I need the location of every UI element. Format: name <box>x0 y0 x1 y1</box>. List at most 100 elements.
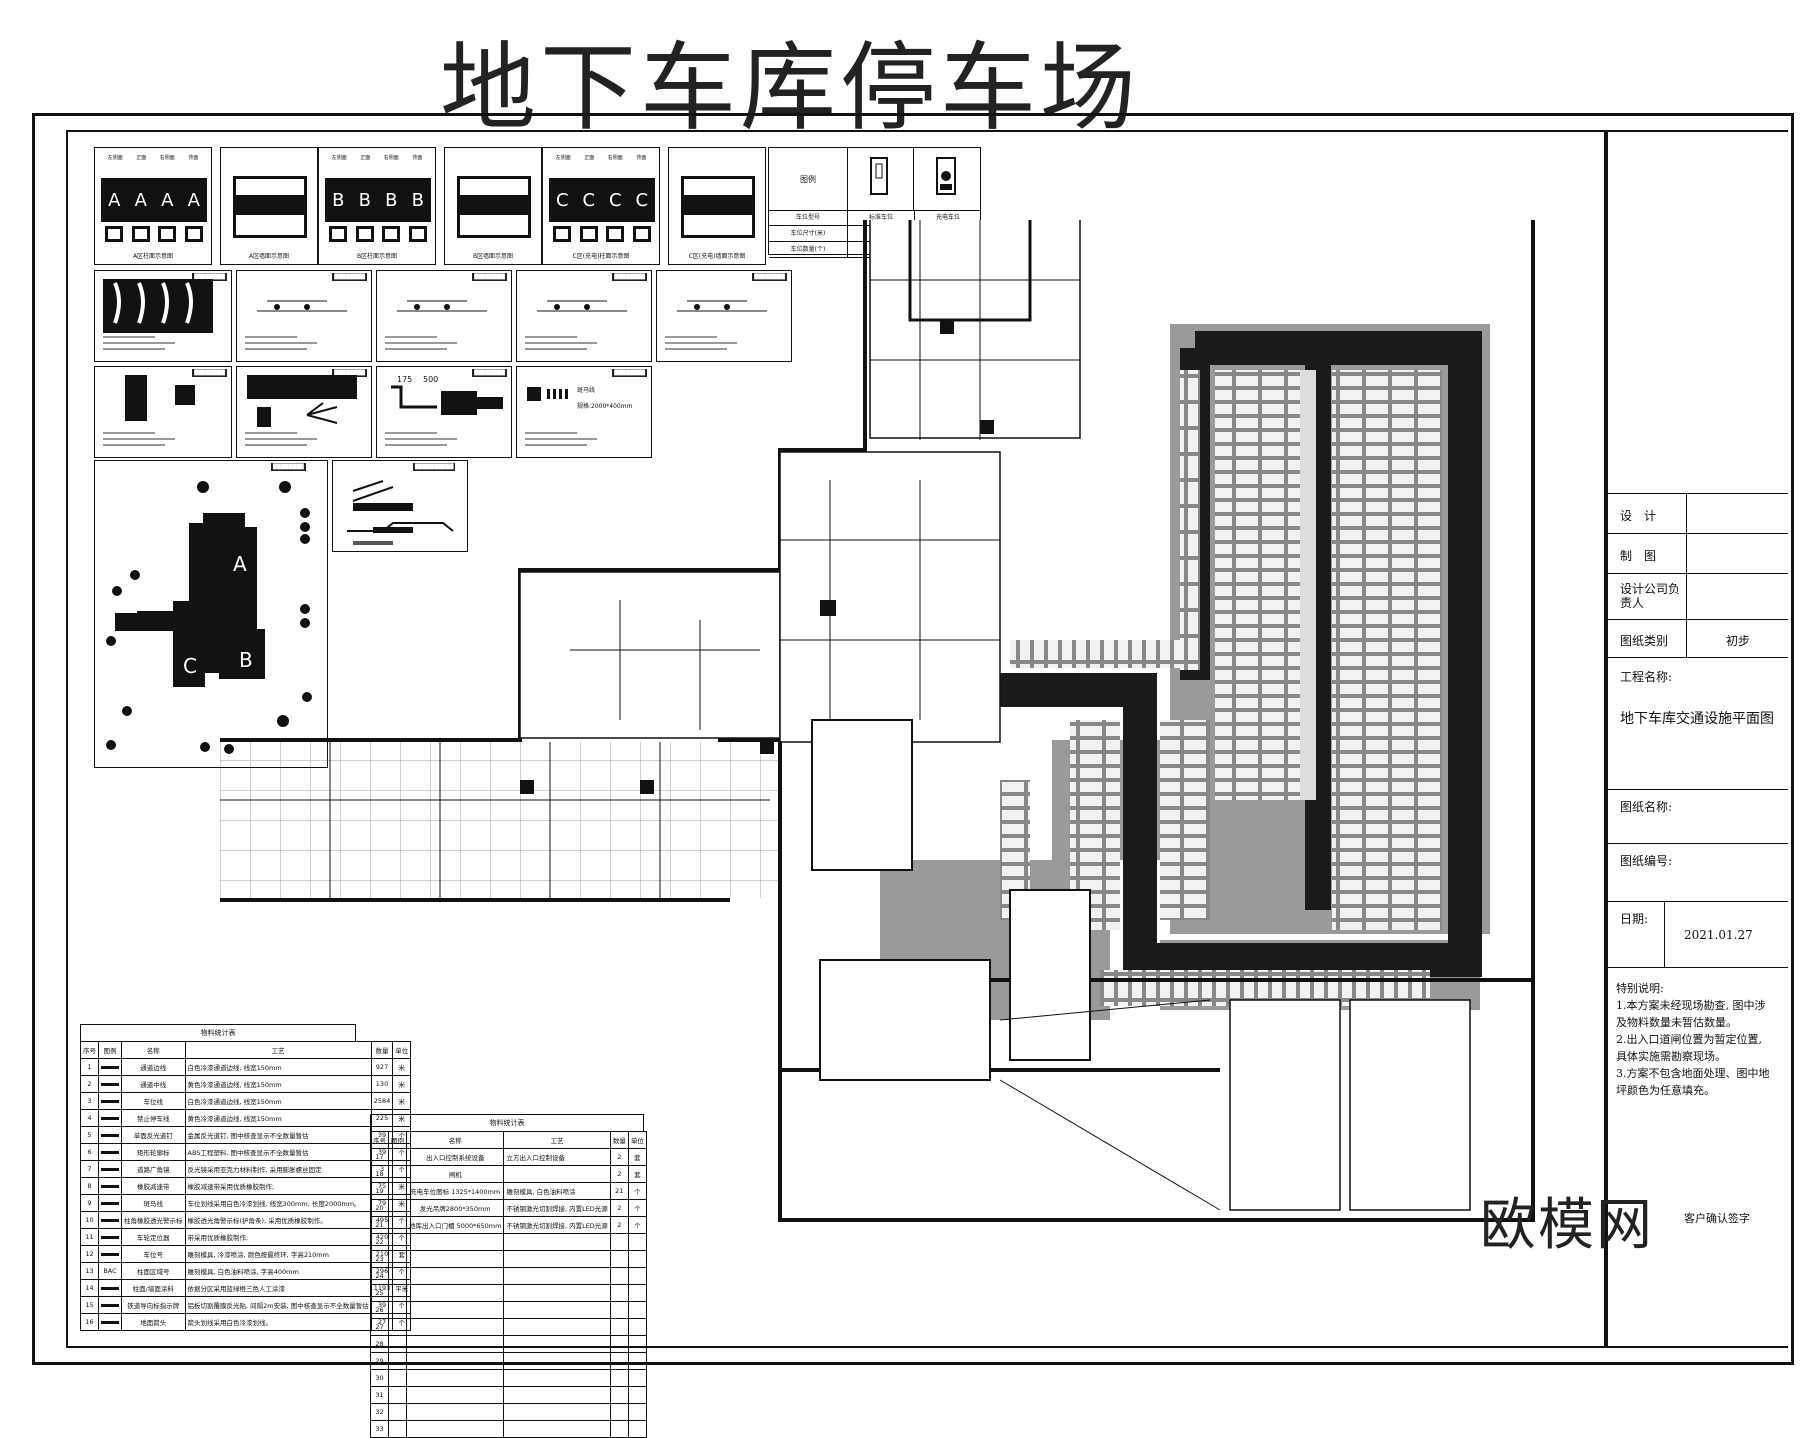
table-cell: 通道中线 <box>121 1075 186 1093</box>
table-row: 30 <box>370 1369 647 1387</box>
table-row: 25 <box>370 1284 647 1302</box>
table-cell <box>627 1301 647 1319</box>
table-row: 28 <box>370 1335 647 1353</box>
table-cell <box>503 1250 611 1268</box>
zone-label-a: A <box>233 552 247 576</box>
table-cell: 28 <box>370 1335 389 1353</box>
table-cell: 2584 <box>370 1092 394 1110</box>
table-cell <box>405 1403 505 1421</box>
table-row: 26 <box>370 1301 647 1319</box>
table-cell: 32 <box>370 1403 389 1421</box>
table-cell: 铝板切割覆膜反光贴, 间隔2m安装, 图中核查显示不全数量暂估 <box>184 1296 372 1314</box>
table-header: 名称 <box>121 1041 186 1059</box>
table-cell: 19 <box>370 1182 389 1200</box>
table-cell <box>405 1318 505 1336</box>
table-cell: 2 <box>80 1075 99 1093</box>
table-cell <box>405 1301 505 1319</box>
table-cell: 25 <box>370 1284 389 1302</box>
table-cell: 白色冷漆通道边线, 线宽150mm <box>184 1058 372 1076</box>
tb-date-value: 2021.01.27 <box>1684 928 1753 942</box>
table-cell: 雕刻模具, 冷漆喷涂, 颜色按最终环, 字高210mm <box>184 1245 372 1263</box>
column-panel-4: B区墙面示意图 <box>444 147 542 265</box>
tb-notes: 特别说明: 1.本方案未经现场勘查, 图中涉及物料数量未暂估数量。2.出入口道闸… <box>1616 980 1788 1099</box>
table-cell <box>503 1420 611 1438</box>
table-cell <box>627 1250 647 1268</box>
tb-category-value: 初步 <box>1725 634 1750 648</box>
column-head: 右侧面 <box>383 155 399 161</box>
table-cell <box>98 1296 122 1314</box>
table-cell: 个 <box>627 1216 647 1234</box>
legend-header: 图例 <box>769 148 848 211</box>
table-cell: 米 <box>392 1109 412 1127</box>
tb-note-line: 具体实施需勘察现场。 <box>1616 1050 1726 1063</box>
dim-label-a: 175 <box>397 375 413 384</box>
floor-plan <box>220 220 1535 1222</box>
table-cell <box>503 1352 611 1370</box>
table-cell: 23 <box>370 1250 389 1268</box>
column-head: 右侧面 <box>607 155 623 161</box>
table-cell: 31 <box>370 1386 389 1404</box>
table-cell: 矩形轮廓标 <box>121 1143 186 1161</box>
table-cell <box>388 1216 407 1234</box>
zone-letter: C <box>635 189 649 211</box>
table-cell <box>627 1284 647 1302</box>
table-cell: 车轮定位器 <box>121 1228 186 1246</box>
table-cell: 铁道导向标指示牌 <box>121 1296 186 1314</box>
table-cell: 个 <box>627 1182 647 1200</box>
table-cell: 20 <box>370 1199 389 1217</box>
table-cell <box>388 1420 407 1438</box>
tb-note-line: 2.出入口道闸位置为暂定位置, <box>1616 1033 1762 1046</box>
table-cell: 17 <box>370 1148 389 1166</box>
table-cell <box>503 1165 611 1183</box>
table-cell <box>388 1301 407 1319</box>
table-cell: 3 <box>80 1092 99 1110</box>
table-cell: 16 <box>80 1313 99 1331</box>
table-cell <box>388 1318 407 1336</box>
zone-letter: B <box>385 189 398 211</box>
table-row: 33 <box>370 1420 647 1438</box>
table-cell <box>609 1284 629 1302</box>
table-cell <box>388 1182 407 1200</box>
table-cell <box>388 1403 407 1421</box>
table-cell: 车位划线采用白色冷漆划线, 线宽300mm, 长度2000mm。 <box>184 1194 372 1212</box>
table-cell: 地库出入口门楣 5000*650mm <box>405 1216 505 1234</box>
table-cell: 15 <box>80 1296 99 1314</box>
column-panel-6: C区(充电)墙面示意图 <box>668 147 766 265</box>
table-cell: 套 <box>627 1148 647 1166</box>
ev-stall-icon <box>913 148 981 211</box>
table-row: 32 <box>370 1403 647 1421</box>
table-cell <box>609 1386 629 1404</box>
table-cell <box>405 1284 505 1302</box>
table-header: 名称 <box>405 1131 505 1149</box>
zone-letter: C <box>608 189 622 211</box>
legend-row-label: 车位数量(个) <box>769 242 848 257</box>
zebra-size-label: 规格:2000*400mm <box>577 403 633 410</box>
zone-map-drawing: A B C <box>106 481 312 754</box>
table-cell: 黄色冷漆通道边线, 线宽150mm <box>184 1109 372 1127</box>
table-cell: 米 <box>392 1092 412 1110</box>
table-cell <box>609 1420 629 1438</box>
column-panel-2: A区墙面示意图 <box>220 147 318 265</box>
table-header: 数量 <box>370 1041 394 1059</box>
table-cell <box>98 1279 122 1297</box>
table-cell <box>609 1335 629 1353</box>
tb-drawing-label: 制 图 <box>1620 549 1657 563</box>
tb-note-line: 1.本方案未经现场勘查, 图中涉 <box>1616 999 1766 1012</box>
table-cell <box>627 1233 647 1251</box>
detail-panel-5: ████████ <box>656 270 792 362</box>
table-cell <box>98 1194 122 1212</box>
table-cell: 18 <box>370 1165 389 1183</box>
table-cell: 橡胶透光角警示标(护角条), 采用优质橡胶制作。 <box>184 1211 372 1229</box>
table-cell <box>98 1143 122 1161</box>
table-cell: 充电车位图标 1325*1400mm <box>405 1182 505 1200</box>
table-cell: 柱角橡胶透光警示标 <box>121 1211 186 1229</box>
table-cell: 不锈钢激光切割焊接, 内置LED光源 <box>503 1216 611 1234</box>
